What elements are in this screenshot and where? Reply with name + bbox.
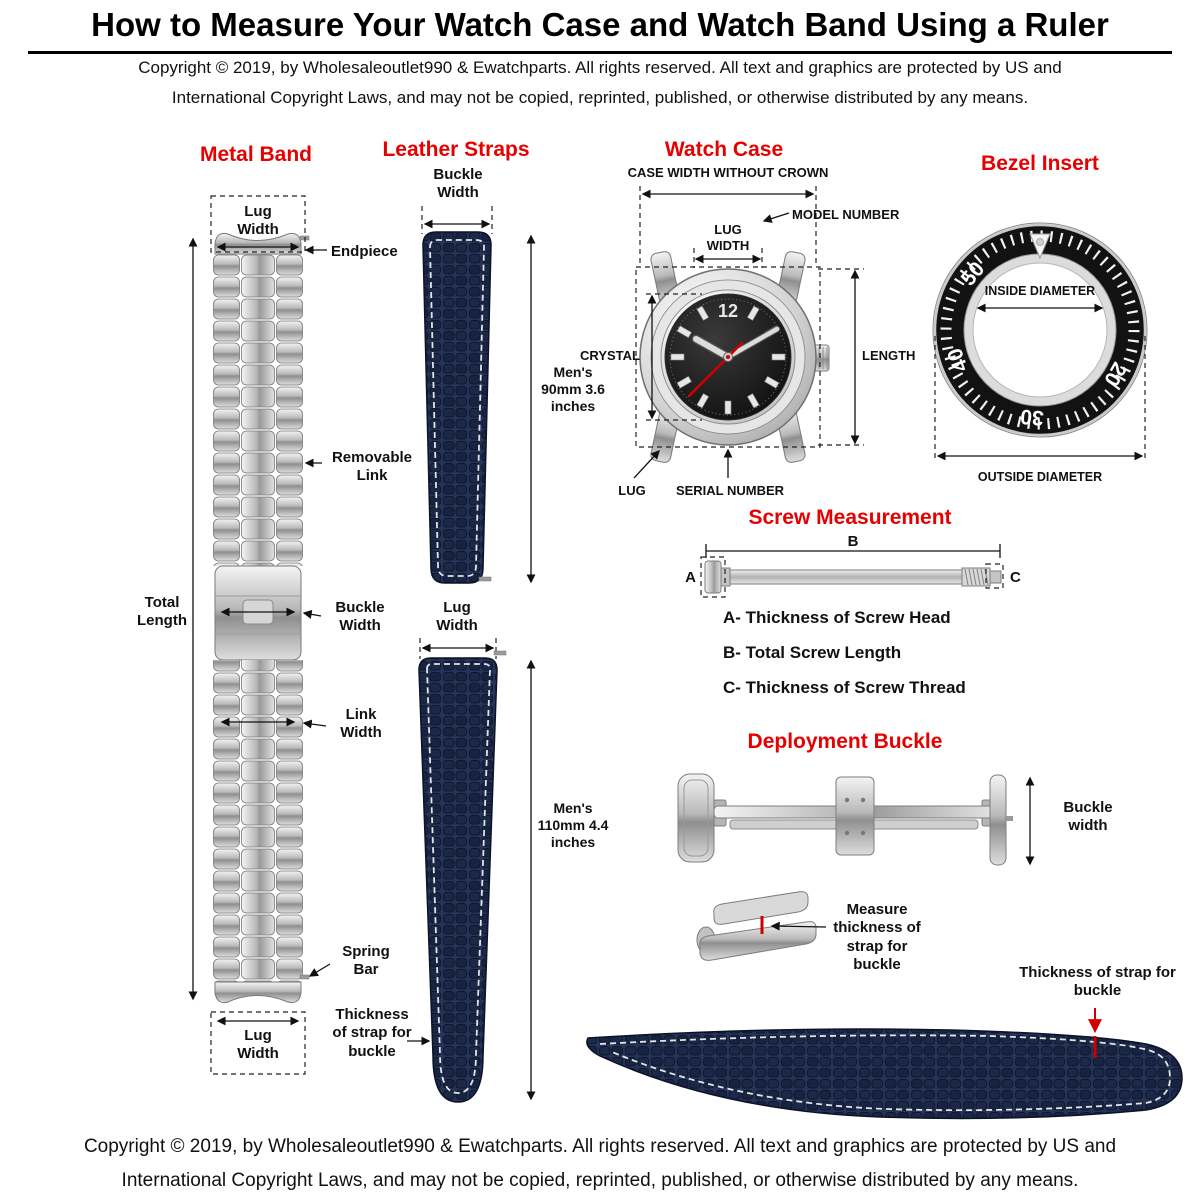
label-measure-thickness: Measure thickness of strap for buckle [833, 901, 921, 973]
leather-strap-long-illustration [407, 638, 536, 1103]
bezel-triangle-marker [1029, 233, 1051, 260]
label-buckle-width-leather: Buckle Width [433, 166, 483, 202]
buckle-right-bar [989, 774, 1007, 866]
metal-band-illustration [213, 232, 310, 1004]
side-view-upper-plate [713, 891, 809, 925]
label-lug-width-case: LUG WIDTH [706, 222, 750, 254]
label-deploy-buckle-width: Buckle width [1063, 799, 1113, 835]
bezel-number-30: 30 [1019, 405, 1044, 430]
label-link-width: Link Width [340, 706, 382, 742]
screw-head [704, 560, 722, 594]
heading-screw-measurement: Screw Measurement [748, 506, 952, 529]
deployment-buckle-top-view [677, 773, 1035, 866]
watch-case-dimensions [633, 186, 864, 479]
endpiece-bottom [214, 981, 302, 1004]
screw-label-c: C [1010, 569, 1021, 586]
label-lug-width-bottom: Lug Width [237, 1027, 279, 1063]
label-total-length: Total Length [137, 594, 187, 630]
minute-hand [725, 326, 780, 360]
bezel-insert-illustration: 50 40 30 20 [932, 222, 1148, 462]
label-case-width: CASE WIDTH WITHOUT CROWN [627, 165, 829, 180]
bezel-ticks [940, 230, 1140, 430]
copyright-top-line2: International Copyright Laws, and may no… [171, 88, 1029, 107]
label-lug-width-leather: Lug Width [436, 599, 478, 635]
screw-illustration: A B C [685, 533, 1021, 598]
buckle-center-plate [835, 776, 875, 856]
heading-bezel-insert: Bezel Insert [981, 152, 1099, 175]
metal-band-dimensions [188, 195, 331, 1075]
strap-long-spring-bar [493, 650, 507, 656]
heading-deployment-buckle: Deployment Buckle [747, 730, 943, 753]
side-view-lower-plate [699, 921, 817, 961]
leather-strap-short-illustration [421, 206, 536, 584]
links-upper [213, 254, 303, 566]
second-hand [687, 341, 744, 398]
strap-short-body [422, 231, 492, 584]
strap-long-body [418, 657, 498, 1103]
screw-shaft [729, 569, 963, 585]
screw-label-b: B [848, 533, 859, 550]
dial-numeral-12: 12 [718, 301, 738, 321]
label-short-strap-length: Men's 90mm 3.6 inches [541, 364, 605, 415]
copyright-top-line1: Copyright © 2019, by Wholesaleoutlet990 … [138, 58, 1062, 77]
deployment-buckle-side-view [696, 891, 827, 961]
heading-watch-case: Watch Case [664, 138, 784, 161]
label-screw-c: C- Thickness of Screw Thread [723, 678, 966, 697]
page-title: How to Measure Your Watch Case and Watch… [28, 6, 1172, 54]
label-length: LENGTH [862, 348, 916, 363]
screw-label-a: A [685, 569, 696, 586]
label-lug: LUG [618, 483, 646, 498]
copyright-bottom-line1: Copyright © 2019, by Wholesaleoutlet990 … [83, 1136, 1117, 1157]
links-lower [213, 660, 303, 982]
label-screw-a: A- Thickness of Screw Head [723, 608, 951, 627]
label-crystal: CRYSTAL [580, 348, 640, 363]
label-endpiece: Endpiece [331, 243, 398, 260]
bottom-strap-body [586, 1028, 1183, 1120]
strap-short-spring-bar [478, 576, 492, 582]
heading-leather-straps: Leather Straps [382, 138, 530, 161]
label-spring-bar: Spring Bar [342, 943, 390, 979]
label-inside-diameter: INSIDE DIAMETER [984, 284, 1096, 298]
label-serial-number: SERIAL NUMBER [675, 483, 785, 498]
spring-bar-pin-bottom [299, 974, 310, 980]
bottom-strap-illustration [586, 1008, 1183, 1120]
label-buckle-width-metal: Buckle Width [335, 599, 385, 635]
watch-case-illustration: 12 [639, 251, 830, 463]
label-removable-link: Removable Link [331, 449, 413, 485]
heading-metal-band: Metal Band [199, 143, 312, 166]
label-bottom-strap-thickness: Thickness of strap for buckle [1019, 964, 1176, 1000]
label-model-number: MODEL NUMBER [792, 207, 900, 222]
label-outside-diameter: OUTSIDE DIAMETER [977, 470, 1103, 484]
label-lug-width-top: Lug Width [237, 203, 279, 239]
label-long-strap-length: Men's 110mm 4.4 inches [537, 800, 609, 851]
hour-hand [693, 336, 731, 360]
copyright-bottom-line2: International Copyright Laws, and may no… [121, 1170, 1079, 1191]
label-strap-thickness: Thickness of strap for buckle [332, 1006, 412, 1060]
label-screw-b: B- Total Screw Length [723, 643, 902, 662]
buckle-end-plate [677, 773, 715, 863]
